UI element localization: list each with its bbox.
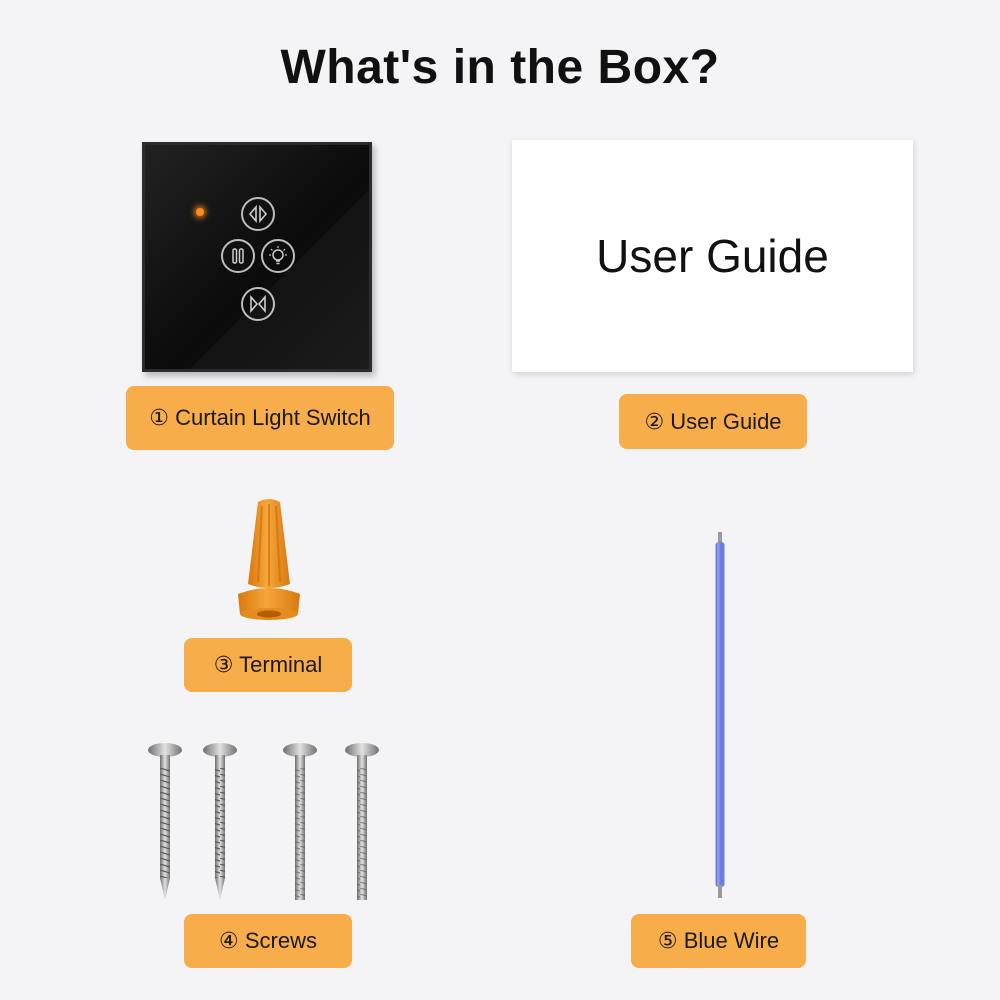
blue-wire-image [715,532,725,898]
item-label-blue-wire: ⑤ Blue Wire [631,914,806,968]
user-guide-card-text: User Guide [596,230,829,282]
item-label-terminal: ③ Terminal [184,638,352,692]
light-bulb-icon [261,239,295,273]
curtain-switch-image [142,142,372,372]
item-label-screws: ④ Screws [184,914,352,968]
open-curtain-icon [241,197,275,231]
pause-icon [221,239,255,273]
user-guide-card: User Guide [512,140,913,372]
indicator-led [196,208,204,216]
item-label-user-guide: ② User Guide [619,394,807,449]
screws-image [148,743,379,900]
page-title: What's in the Box? [280,41,720,94]
close-curtain-icon [241,287,275,321]
item-label-switch: ① Curtain Light Switch [126,386,394,450]
wire-terminal-image [238,499,300,620]
